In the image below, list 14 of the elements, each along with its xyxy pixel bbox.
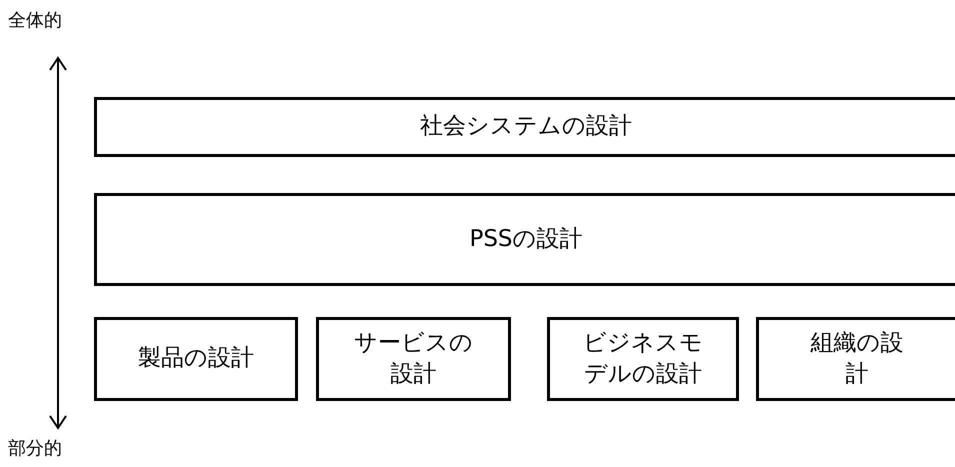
design-box — [94, 317, 298, 401]
scale-label: 全体的 — [8, 9, 62, 32]
box-label: 製品の設計 — [138, 344, 254, 374]
design-band — [94, 97, 955, 157]
box-label: PSSの設計 — [469, 224, 583, 254]
box-label: サービスの設計 — [353, 328, 474, 389]
design-box — [756, 317, 955, 401]
box-label: 組織の設計 — [810, 328, 904, 389]
scale-label: 部分的 — [8, 437, 62, 460]
design-box — [547, 317, 739, 401]
design-band — [94, 193, 955, 286]
design-box — [316, 317, 511, 401]
box-label: 社会システムの設計 — [420, 112, 632, 142]
box-label: ビジネスモデルの設計 — [582, 328, 704, 389]
